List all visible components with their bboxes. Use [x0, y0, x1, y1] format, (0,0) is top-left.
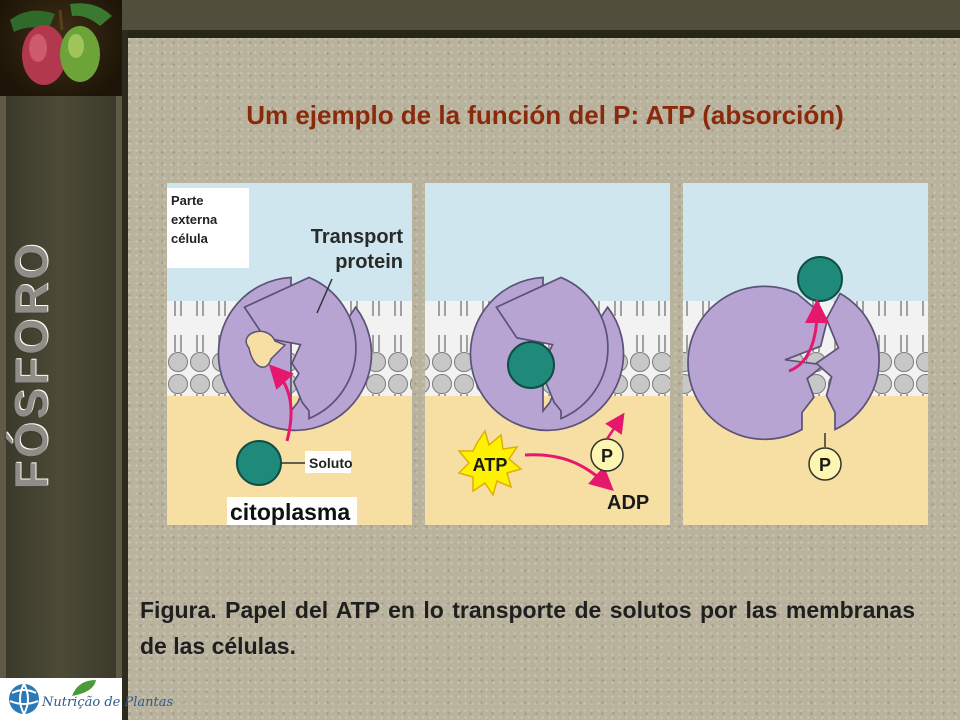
vertical-divider [122, 30, 128, 720]
phosphate-attach-arrow [605, 412, 625, 440]
phosphate-label: P [601, 446, 613, 466]
mango-image [10, 3, 112, 85]
cytoplasm-label: citoplasma [230, 499, 350, 525]
figure-caption: Figura. Papel del ATP en lo transporte d… [140, 597, 915, 659]
top-divider [122, 30, 960, 38]
leaf-shape [70, 3, 112, 26]
panel-3: P [683, 183, 928, 525]
binding-site [245, 330, 287, 368]
leaf-icon [72, 680, 96, 696]
released-solute-molecule [797, 256, 843, 302]
top-bar [122, 0, 960, 30]
atp-label: ATP [473, 455, 508, 475]
left-sidebar-panel [6, 96, 116, 678]
transport-protein-right-open [814, 292, 880, 431]
released-phosphate-label: P [819, 455, 831, 475]
outside-label-line-2: externa [171, 212, 218, 227]
transport-protein-left-open [687, 285, 829, 441]
solute-label: Soluto [309, 455, 353, 471]
protein-label-pointer [316, 278, 333, 314]
panel-2: ATP P ADP [425, 183, 670, 525]
solute-label-box [305, 451, 351, 473]
solute-molecule [236, 440, 282, 486]
panel-1: Parte externa célula Transport protein S… [167, 183, 412, 525]
atp-hydrolysis-arrow [524, 453, 614, 492]
bound-solute-molecule [507, 341, 555, 389]
globe-icon [9, 683, 39, 715]
outside-label-box [167, 188, 249, 268]
outside-label-line-3: célula [171, 231, 209, 246]
protein-label-line-2: protein [335, 251, 403, 273]
protein-label-line-1: Transport [311, 226, 404, 248]
solute-release-arrow [788, 299, 829, 373]
side-title: FÓSFORO [5, 240, 57, 490]
mango-highlight [29, 34, 47, 62]
nutricao-logo: Nutrição de Plantas [0, 678, 173, 720]
mango-highlight [68, 34, 84, 58]
mango-photo [0, 0, 122, 96]
outside-label-line-1: Parte [171, 193, 204, 208]
atp-energy-burst [457, 429, 523, 497]
atp-transport-diagram: Parte externa célula Transport protein S… [167, 183, 928, 525]
slide-title: Um ejemplo de la función del P: ATP (abs… [246, 100, 844, 130]
adp-label: ADP [607, 492, 649, 514]
solute-entry-arrow [268, 364, 294, 442]
released-phosphate-circle [808, 447, 842, 481]
logo-text: Nutrição de Plantas [42, 695, 174, 710]
mango-stem [58, 9, 64, 31]
cytoplasm-label-box [227, 497, 357, 525]
